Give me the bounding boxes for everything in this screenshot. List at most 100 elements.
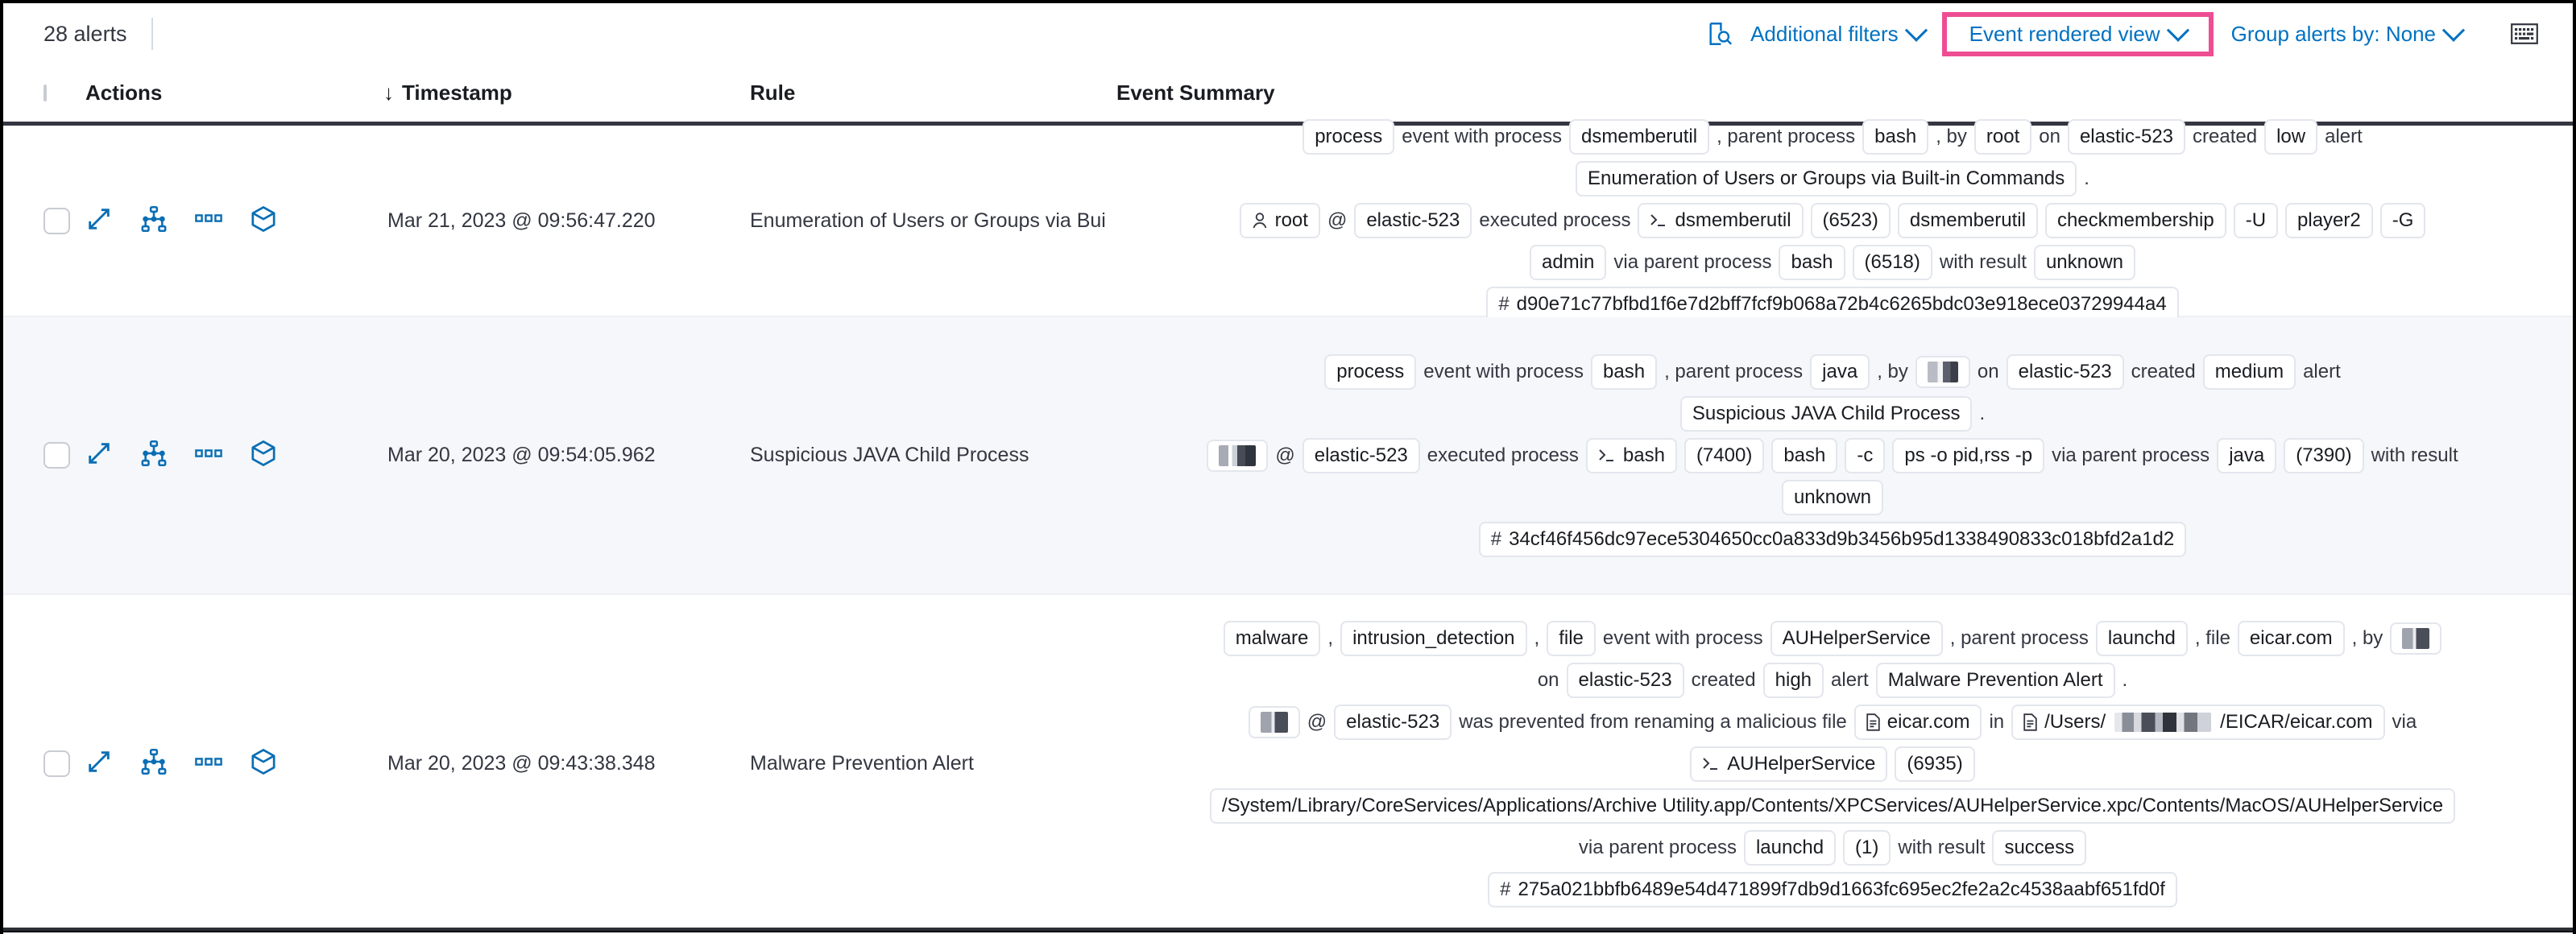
event-summary-chip[interactable]: malware: [1223, 620, 1321, 656]
analyzer-graph-icon[interactable]: [140, 748, 168, 778]
event-summary-chip[interactable]: file: [1547, 620, 1596, 656]
event-summary-chip[interactable]: elastic-523: [2006, 353, 2124, 390]
additional-filters-button[interactable]: Additional filters: [1737, 19, 1937, 47]
event-summary-chip[interactable]: [2390, 622, 2442, 655]
event-summary-chip[interactable]: Suspicious JAVA Child Process: [1679, 395, 1973, 432]
event-summary-chip[interactable]: dsmemberutil: [1569, 119, 1710, 155]
event-summary-chip[interactable]: launchd: [1743, 829, 1837, 866]
event-summary-chip[interactable]: [1207, 439, 1269, 472]
event-summary-chip[interactable]: process: [1324, 353, 1417, 390]
event-summary-chip[interactable]: success: [1992, 829, 2087, 866]
chip-label: malware: [1235, 626, 1309, 649]
event-summary-chip[interactable]: launchd: [2095, 620, 2188, 656]
event-summary-chip[interactable]: low: [2264, 119, 2318, 155]
row-timestamp-value: Mar 20, 2023 @ 09:43:38.348: [387, 752, 656, 775]
column-header-rule[interactable]: Rule: [750, 81, 796, 105]
analyzer-graph-icon[interactable]: [140, 440, 168, 469]
event-summary-chip[interactable]: (6935): [1895, 746, 1975, 782]
keyboard-icon[interactable]: [2507, 16, 2542, 52]
redacted-value: [1260, 711, 1288, 733]
event-summary-chip[interactable]: medium: [2202, 353, 2296, 390]
event-summary-chip[interactable]: admin: [1529, 245, 1607, 280]
chip-label: elastic-523: [1346, 710, 1440, 733]
event-summary-chip[interactable]: intrusion_detection: [1340, 620, 1527, 656]
row-timestamp-cell: Mar 20, 2023 @ 09:54:05.962: [383, 317, 750, 593]
event-summary-chip[interactable]: eicar.com: [1853, 704, 1982, 740]
more-actions-icon[interactable]: [195, 442, 222, 469]
event-summary-chip[interactable]: elastic-523: [1566, 662, 1684, 698]
event-rendered-view-button[interactable]: Event rendered view: [1957, 19, 2199, 47]
column-header-event-summary[interactable]: Event Summary: [1116, 81, 1275, 105]
event-summary-chip[interactable]: [1248, 705, 1300, 738]
event-summary-chip[interactable]: dsmemberutil: [1897, 203, 2038, 238]
event-summary-chip[interactable]: /Users//EICAR/eicar.com: [2011, 704, 2385, 740]
event-summary-chip[interactable]: eicar.com: [2237, 620, 2345, 656]
event-summary-chip[interactable]: bash: [1771, 437, 1838, 473]
expand-icon[interactable]: [85, 207, 113, 234]
event-summary-chip[interactable]: high: [1762, 662, 1824, 698]
event-summary-chip[interactable]: root: [1239, 203, 1320, 238]
event-summary-text: on: [1977, 360, 1999, 382]
more-actions-icon[interactable]: [195, 750, 222, 778]
chip-label: elastic-523: [1578, 668, 1672, 691]
event-summary-chip[interactable]: bash: [1862, 119, 1929, 155]
event-summary-chip[interactable]: AUHelperService: [1690, 746, 1888, 782]
select-all-checkbox[interactable]: [43, 84, 47, 101]
event-summary-chip[interactable]: -U: [2233, 203, 2279, 238]
group-alerts-by-button[interactable]: Group alerts by: None: [2218, 19, 2475, 47]
chip-label: (7400): [1696, 444, 1753, 466]
expand-icon[interactable]: [85, 442, 113, 469]
column-header-timestamp[interactable]: ↓ Timestamp: [383, 81, 750, 105]
event-summary-chip[interactable]: java: [2217, 437, 2277, 473]
event-summary-text: .: [2084, 167, 2089, 189]
expand-icon[interactable]: [85, 750, 113, 778]
event-summary-chip[interactable]: unknown: [1781, 479, 1884, 515]
row-select-checkbox[interactable]: [43, 442, 70, 469]
event-summary-chip[interactable]: bash: [1591, 353, 1658, 390]
event-summary-chip[interactable]: -G: [2379, 203, 2426, 238]
table-row[interactable]: Mar 20, 2023 @ 09:43:38.348 Malware Preve…: [3, 595, 2573, 934]
event-summary-chip[interactable]: (7400): [1684, 437, 1765, 473]
event-summary-chip[interactable]: #34cf46f456dc97ece5304650cc0a833d9b3456b…: [1478, 521, 2187, 557]
event-summary-chip[interactable]: elastic-523: [1334, 704, 1452, 740]
event-summary-chip[interactable]: #d90e71c77bfbd1f6e7d2bff7fcf9b068a72b4c6…: [1486, 287, 2179, 322]
event-summary-chip[interactable]: #275a021bbfb6489e54d471899f7db9d1663fc69…: [1488, 871, 2177, 907]
event-summary-chip[interactable]: checkmembership: [2044, 203, 2226, 238]
chip-label: (1): [1855, 836, 1879, 858]
event-summary-chip[interactable]: (1): [1843, 829, 1891, 866]
session-view-cube-icon[interactable]: [250, 749, 277, 778]
more-actions-icon[interactable]: [195, 207, 222, 234]
event-summary-chip[interactable]: bash: [1779, 245, 1845, 280]
event-summary-chip[interactable]: bash: [1585, 437, 1677, 473]
chip-label-suffix: /EICAR/eicar.com: [2220, 710, 2373, 733]
event-summary-chip[interactable]: (7390): [2284, 437, 2364, 473]
event-summary-chip[interactable]: unknown: [2033, 245, 2136, 280]
event-summary-chip[interactable]: java: [1810, 353, 1870, 390]
event-summary-chip[interactable]: process: [1302, 119, 1395, 155]
event-summary-chip[interactable]: -c: [1845, 437, 1886, 473]
row-select-checkbox[interactable]: [43, 750, 70, 777]
event-summary-chip[interactable]: dsmemberutil: [1638, 203, 1804, 238]
analyzer-graph-icon[interactable]: [140, 205, 168, 234]
chip-label: dsmemberutil: [1675, 209, 1791, 231]
event-summary-chip[interactable]: /System/Library/CoreServices/Application…: [1209, 787, 2456, 824]
session-view-cube-icon[interactable]: [250, 440, 277, 469]
event-summary-chip[interactable]: elastic-523: [2067, 119, 2186, 155]
event-summary-chip[interactable]: (6518): [1852, 245, 1932, 280]
inspect-search-icon[interactable]: [1702, 16, 1737, 52]
event-summary-chip[interactable]: player2: [2285, 203, 2373, 238]
event-summary-chip[interactable]: [1915, 355, 1970, 388]
event-summary-chip[interactable]: Malware Prevention Alert: [1875, 662, 2115, 698]
event-summary-chip[interactable]: (6523): [1810, 203, 1891, 238]
event-summary-chip[interactable]: ps -o pid,rss -p: [1892, 437, 2045, 473]
event-summary-chip[interactable]: AUHelperService: [1770, 620, 1943, 656]
session-view-cube-icon[interactable]: [250, 205, 277, 234]
column-header-actions[interactable]: Actions: [85, 81, 163, 105]
event-summary-chip[interactable]: elastic-523: [1354, 203, 1472, 238]
event-summary-chip[interactable]: root: [1973, 119, 2032, 155]
event-summary-chip[interactable]: Enumeration of Users or Groups via Built…: [1576, 161, 2077, 196]
row-select-checkbox[interactable]: [43, 207, 70, 234]
table-row[interactable]: Mar 20, 2023 @ 09:54:05.962 Suspicious JA…: [3, 317, 2573, 595]
event-summary-chip[interactable]: elastic-523: [1302, 437, 1420, 473]
